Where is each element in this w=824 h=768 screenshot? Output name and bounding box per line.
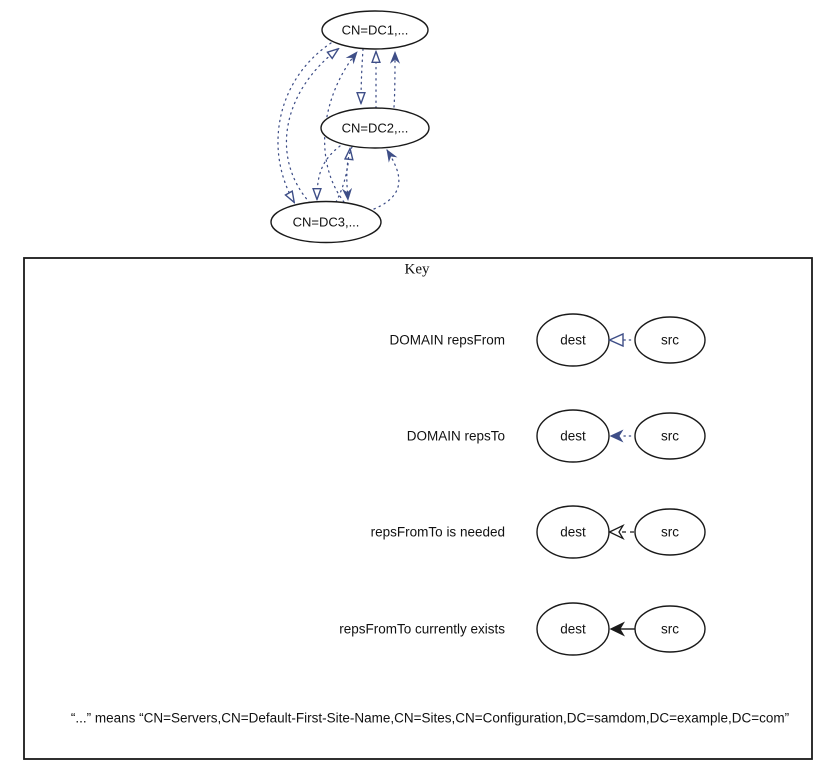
- key-src-ellipse: [634, 412, 706, 460]
- key-row-repsto: DOMAIN repsTo dest src: [407, 409, 706, 463]
- key-row-repsto-label: DOMAIN repsTo: [407, 429, 505, 444]
- key-dest-label: dest: [560, 525, 586, 540]
- node-dc2-ellipse: [320, 107, 430, 149]
- node-dc2: CN=DC2,...: [320, 107, 430, 149]
- key-row-repsfromto-exists-label: repsFromTo currently exists: [339, 622, 505, 637]
- key-dest-label: dest: [560, 622, 586, 637]
- key-dest-label: dest: [560, 429, 586, 444]
- open-vee-arrowhead-icon: [608, 523, 625, 541]
- key-src-label: src: [661, 525, 679, 540]
- edge-dc2-to-dc3-repsfrom-arrow: [317, 145, 341, 199]
- key-dest-ellipse: [536, 409, 610, 463]
- node-dc1-label: CN=DC1,...: [342, 23, 409, 38]
- key-dest-ellipse: [536, 602, 610, 656]
- edge-dc3-to-dc1-repsfrom-arrow: [285, 49, 338, 204]
- filled-vee-arrowhead-icon: [609, 621, 625, 637]
- node-dc3-label: CN=DC3,...: [293, 215, 360, 230]
- edge-dc1-to-dc3-repsfrom-arrow: [277, 42, 332, 202]
- key-src-ellipse: [634, 316, 706, 364]
- key-src-label: src: [661, 429, 679, 444]
- node-dc3: CN=DC3,...: [270, 200, 382, 244]
- key-src-ellipse: [634, 508, 706, 556]
- edge-dc2-to-dc3-repsto-arrow: [341, 146, 353, 201]
- key-panel: Key DOMAIN repsFrom dest src DOMAIN reps…: [23, 257, 813, 760]
- replication-graph: CN=DC1,... CN=DC2,... CN=DC3,...: [270, 10, 430, 244]
- node-dc1: CN=DC1,...: [321, 10, 429, 50]
- edge-dc3-to-dc2-repsfrom-arrow: [335, 149, 350, 203]
- node-dc1-ellipse: [321, 10, 429, 50]
- key-row-repsfromto-needed: repsFromTo is needed dest src: [371, 505, 706, 559]
- edge-dc1-to-dc2-repsfrom-arrow: [361, 48, 363, 103]
- edge-dc3-to-dc2-repsto-arrow: [373, 149, 400, 210]
- key-src-label: src: [661, 333, 679, 348]
- key-title: Key: [405, 262, 430, 278]
- key-row-repsfrom-label: DOMAIN repsFrom: [389, 333, 505, 348]
- node-dc2-label: CN=DC2,...: [342, 121, 409, 136]
- key-row-repsfrom: DOMAIN repsFrom dest src: [389, 313, 706, 367]
- open-triangle-arrowhead-icon: [607, 332, 624, 348]
- filled-vee-arrowhead-icon: [609, 429, 624, 443]
- key-row-repsfromto-exists: repsFromTo currently exists dest src: [339, 602, 706, 656]
- node-dc3-ellipse: [270, 200, 382, 244]
- key-row-repsfromto-needed-label: repsFromTo is needed: [371, 525, 505, 540]
- key-dest-label: dest: [560, 333, 586, 348]
- edge-dc2-to-dc1-repsto-arrow: [389, 51, 401, 108]
- key-src-label: src: [661, 622, 679, 637]
- key-note: “...” means “CN=Servers,CN=Default-First…: [71, 711, 789, 726]
